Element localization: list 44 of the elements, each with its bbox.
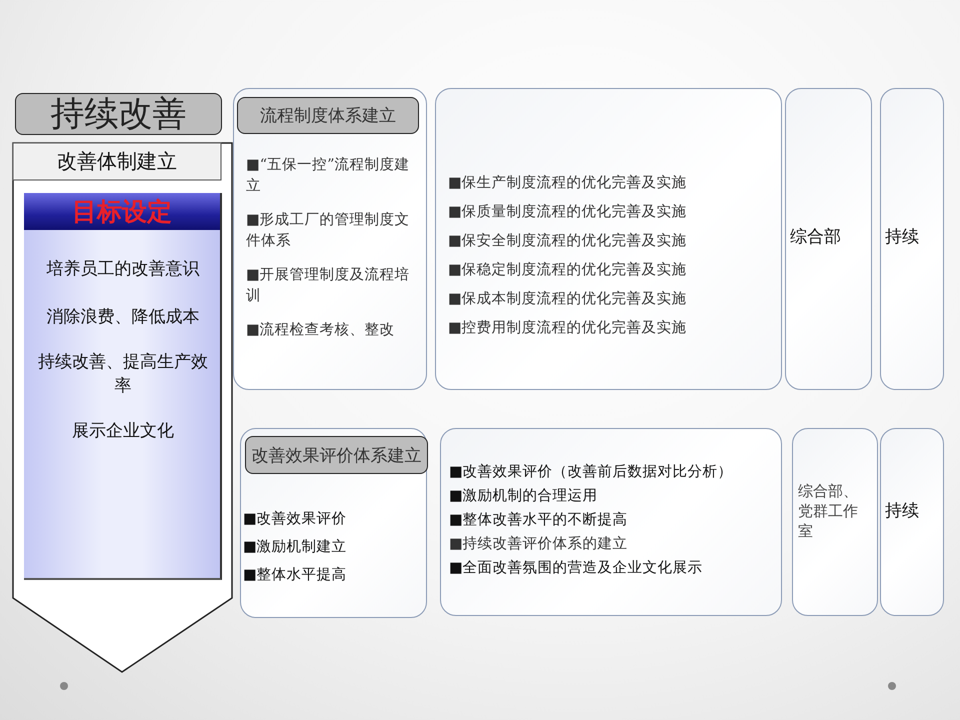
department-text: 综合部 (790, 226, 842, 249)
goal-item: 培养员工的改善意识 (46, 258, 200, 281)
heading-box (245, 436, 428, 474)
bullet-item: ■开展管理制度及流程培训 (246, 266, 411, 306)
bullet-item: ■全面改善氛围的营造及企业文化展示 (449, 558, 704, 578)
content-panel (435, 88, 782, 390)
department-box (792, 428, 878, 616)
bullet-item: ■保质量制度流程的优化完善及实施 (448, 202, 688, 222)
content-panel (240, 428, 427, 618)
bullet-item: ■形成工厂的管理制度文件体系 (246, 210, 411, 251)
bullet-item: ■保生产制度流程的优化完善及实施 (448, 174, 688, 193)
bullet-item: ■保成本制度流程的优化完善及实施 (448, 290, 688, 309)
bullet-item: ■持续改善评价体系的建立 (449, 534, 629, 554)
bullet-item: ■整体水平提高 (243, 566, 348, 585)
goal-item: 展示企业文化 (71, 420, 175, 443)
status-box (880, 88, 944, 390)
department-text: 综合部、党群工作室 (798, 481, 859, 541)
bullet-item: ■激励机制的合理运用 (449, 487, 599, 506)
bullet-item: ■整体改善水平的不断提高 (449, 510, 629, 530)
title-box (15, 93, 222, 135)
content-panel (233, 88, 427, 390)
goal-item: 持续改善、提高生产效率 (37, 351, 209, 398)
status-text: 持续 (885, 500, 920, 523)
status-box (880, 428, 944, 616)
bullet-item: ■“五保一控”流程制度建立 (246, 156, 411, 196)
department-box (785, 88, 872, 390)
goal-panel (24, 193, 222, 580)
section-heading: 改善体制建立 (56, 148, 178, 175)
goal-heading-band: 目标设定 (24, 193, 220, 230)
goal-item: 消除浪费、降低成本 (46, 306, 200, 329)
bullet-item: ■保安全制度流程的优化完善及实施 (448, 232, 688, 251)
bullet-item: ■保稳定制度流程的优化完善及实施 (448, 260, 688, 280)
bullet-item: ■流程检查考核、整改 (246, 320, 396, 340)
title-text: 持续改善 (50, 93, 186, 136)
status-text: 持续 (885, 226, 920, 249)
bullet-item: ■激励机制建立 (243, 538, 348, 557)
bullet-item: ■改善效果评价（改善前后数据对比分析） (449, 462, 734, 482)
heading-box (237, 97, 419, 134)
chevron-shape (12, 142, 233, 673)
content-panel (440, 428, 782, 616)
bullet-item: ■控费用制度流程的优化完善及实施 (448, 318, 688, 338)
heading-text: 改善效果评价体系建立 (252, 444, 422, 466)
heading-text: 流程制度体系建立 (260, 105, 396, 127)
bullet-item: ■改善效果评价 (243, 510, 348, 529)
